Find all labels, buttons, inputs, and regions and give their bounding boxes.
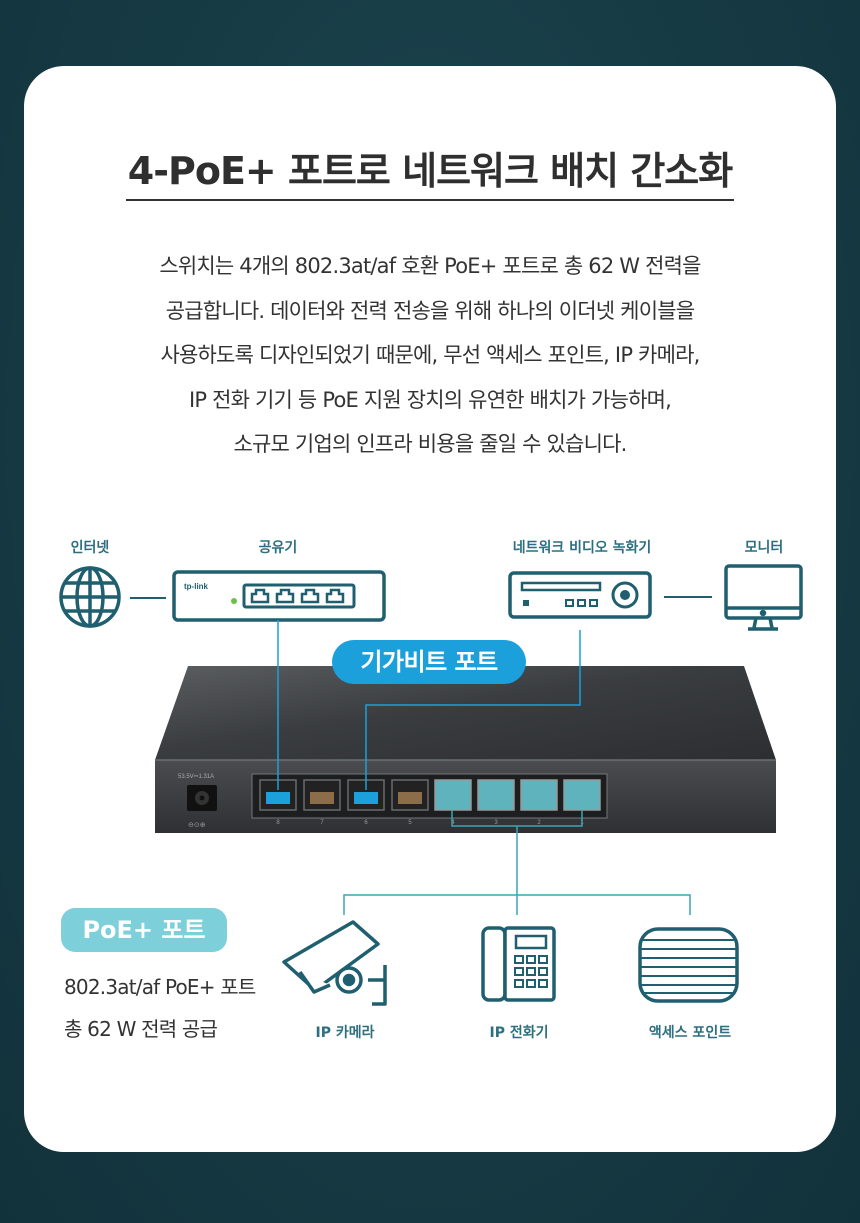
port-number: 7	[320, 820, 324, 826]
port-number: 2	[537, 820, 541, 826]
video-recorder-icon	[508, 571, 652, 619]
poe-desc-line: 총 62 W 전력 공급	[64, 1017, 218, 1041]
label-ip-camera: IP 카메라	[315, 1025, 375, 1041]
page-title: 4-PoE+ 포트로 네트워크 배치 간소화	[0, 140, 860, 201]
poe-switch: 53.5V⎓1.31A ⊖⊙⊕ 8 7 6 5 4	[155, 666, 776, 833]
label-internet: 인터넷	[70, 540, 110, 556]
port-number: 6	[364, 820, 368, 826]
port-number: 3	[494, 820, 498, 826]
label-access-point: 액세스 포인트	[648, 1025, 732, 1041]
poe-ports	[434, 779, 601, 811]
description-line: IP 전화 기기 등 PoE 지원 장치의 유연한 배치가 가능하며,	[188, 387, 672, 412]
description-line: 소규모 기업의 인프라 비용을 줄일 수 있습니다.	[233, 432, 627, 456]
poe-desc-line: 802.3at/af PoE+ 포트	[64, 975, 256, 999]
port-number: 8	[276, 820, 280, 826]
label-nvr: 네트워크 비디오 녹화기	[512, 540, 652, 556]
access-point-icon	[638, 927, 739, 1003]
globe-icon	[59, 566, 121, 628]
poe-description: 802.3at/af PoE+ 포트 총 62 W 전력 공급	[64, 966, 256, 1050]
description: 스위치는 4개의 802.3at/af 호환 PoE+ 포트로 총 62 W 전…	[60, 244, 800, 467]
label-monitor: 모니터	[744, 540, 784, 556]
phone-icon	[481, 926, 556, 1002]
router-icon: tp-link	[172, 570, 386, 622]
gigabit-port-badge: 기가비트 포트	[332, 640, 526, 684]
port-number: 5	[408, 820, 412, 826]
description-line: 사용하도록 디자인되었기 때문에, 무선 액세스 포인트, IP 카메라,	[160, 343, 700, 367]
port-number: 4	[451, 820, 455, 826]
poe-connections	[343, 810, 691, 915]
description-line: 스위치는 4개의 802.3at/af 호환 PoE+ 포트로 총 62 W 전…	[159, 254, 701, 278]
monitor-icon	[724, 564, 803, 631]
gigabit-connections	[277, 620, 581, 790]
label-ip-phone: IP 전화기	[489, 1025, 549, 1041]
label-router: 공유기	[258, 540, 298, 556]
poe-port-badge: PoE+ 포트	[61, 908, 227, 952]
description-line: 공급합니다. 데이터와 전력 전송을 위해 하나의 이더넷 케이블을	[165, 298, 695, 323]
router-brand-text: tp-link	[184, 582, 209, 591]
camera-icon	[282, 920, 387, 1006]
power-label: 53.5V⎓1.31A	[178, 774, 214, 780]
svg-text:⊖⊙⊕: ⊖⊙⊕	[188, 822, 206, 829]
